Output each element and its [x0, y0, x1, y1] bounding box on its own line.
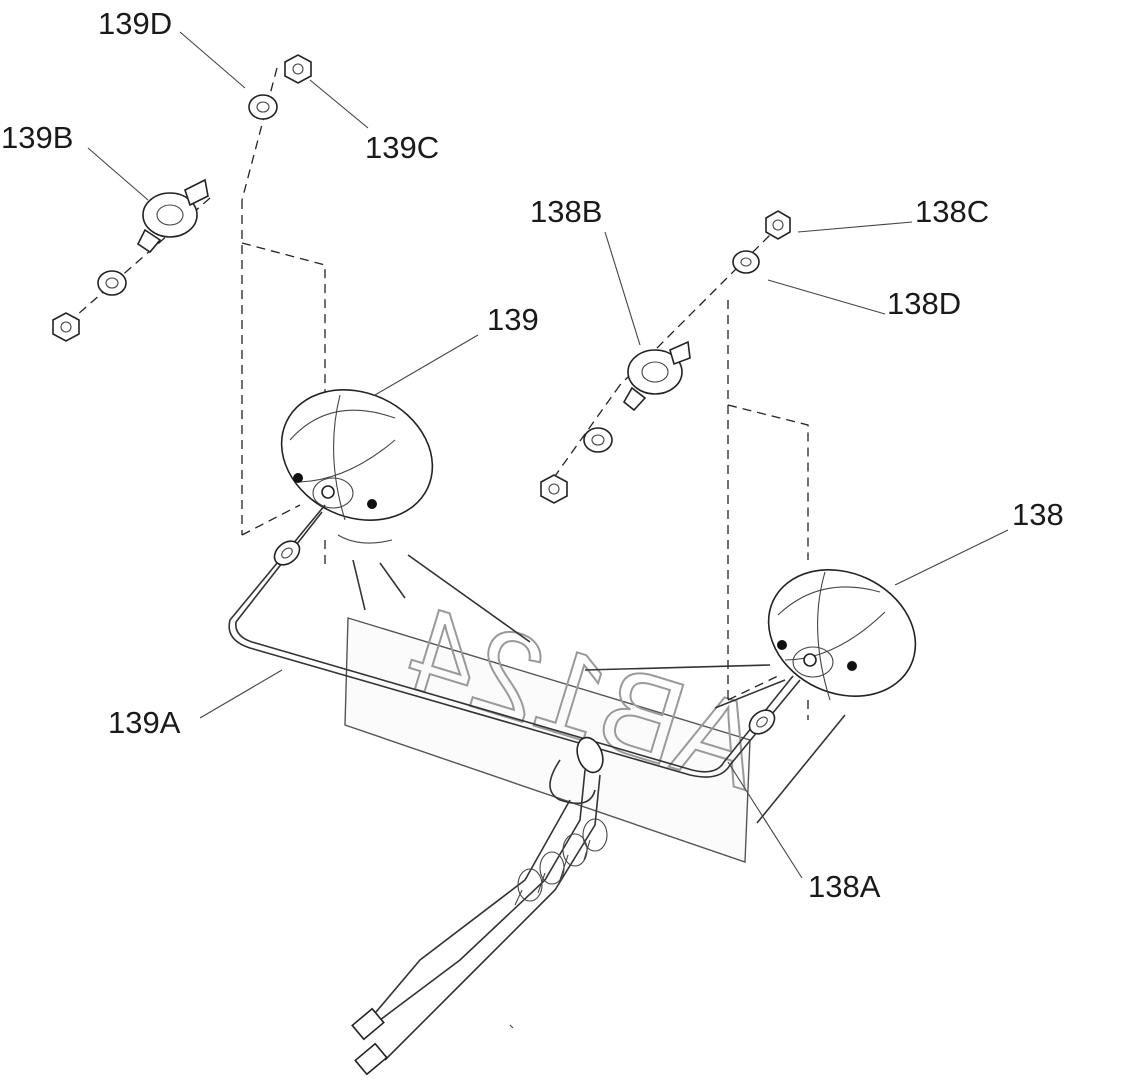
washer-138D [732, 250, 760, 274]
callout-139D: 139D [98, 6, 172, 41]
hardware-139 [52, 54, 312, 342]
callout-138C: 138C [915, 194, 989, 229]
callout-139: 139 [487, 302, 539, 337]
stud-139B [142, 192, 198, 238]
callout-138A: 138A [808, 869, 881, 904]
light-rays [352, 554, 846, 824]
callout-138: 138 [1012, 497, 1064, 532]
leader-lines [87, 31, 1009, 879]
nut-139C [284, 54, 312, 84]
callout-labels: 139D 139B 139C 138B 138C 138D 139 138 13… [1, 6, 1064, 904]
alignment-lines [59, 67, 809, 720]
callout-139C: 139C [365, 130, 439, 165]
wiring-harness [228, 504, 801, 1076]
nut-138C [765, 210, 791, 240]
callout-139A: 139A [108, 705, 181, 740]
lamp-139 [280, 389, 434, 544]
license-plate: AB124 [344, 580, 778, 863]
lamp-138 [767, 569, 917, 701]
callout-139B: 139B [1, 120, 73, 155]
callout-138B: 138B [530, 194, 602, 229]
stud-138B [627, 349, 683, 395]
callout-138D: 138D [887, 286, 961, 321]
washer-139D [248, 94, 278, 120]
hardware-138 [540, 210, 791, 504]
